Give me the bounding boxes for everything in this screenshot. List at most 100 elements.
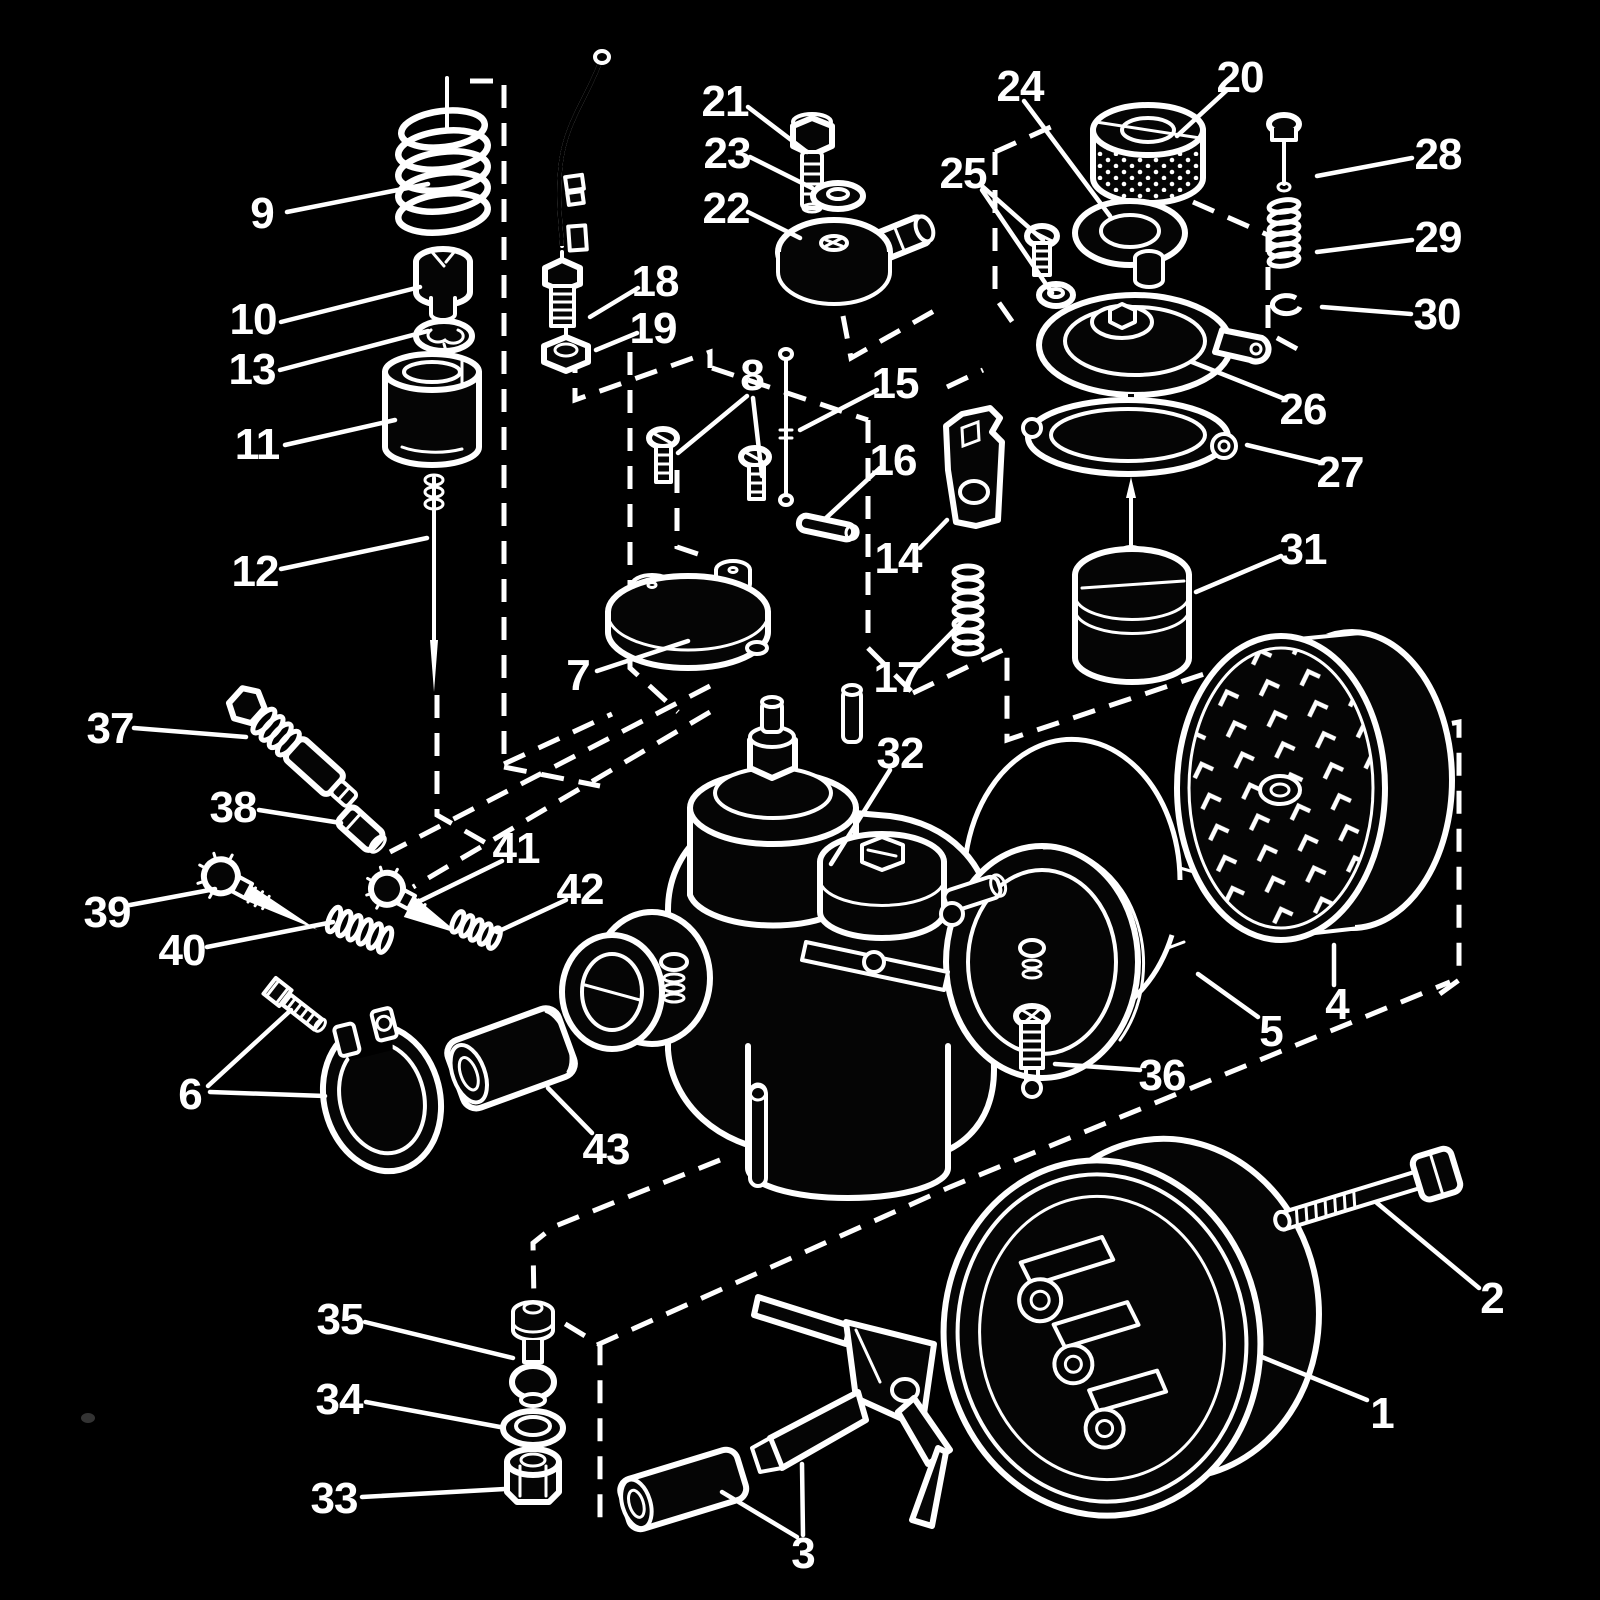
part-label-29: 29 xyxy=(1415,213,1462,262)
leader-line-36 xyxy=(1052,1061,1143,1073)
leader-line-8 xyxy=(675,393,750,456)
part-27-diaphragm xyxy=(1021,397,1238,477)
leader-line-27 xyxy=(1244,442,1325,466)
leader-line-17 xyxy=(916,615,969,669)
part-label-3: 3 xyxy=(791,1529,814,1578)
leader-line-14 xyxy=(917,517,950,551)
part-label-26: 26 xyxy=(1280,385,1327,434)
part-9-throttle-spring xyxy=(395,76,491,236)
part-label-21: 21 xyxy=(702,77,749,126)
part-label-20: 20 xyxy=(1217,53,1264,102)
part-39-idle-mixture-screw xyxy=(196,851,318,930)
group-boundary-3 xyxy=(503,764,601,789)
part-label-39: 39 xyxy=(84,888,131,937)
leader-line-7 xyxy=(594,638,691,674)
part-6-hose-clamp xyxy=(319,1004,445,1175)
part-label-7: 7 xyxy=(566,651,589,700)
leader-line-40 xyxy=(204,919,336,950)
part-22-banjo-fitting xyxy=(775,214,936,306)
part-label-14: 14 xyxy=(875,534,923,583)
part-12-jet-needle xyxy=(423,473,445,692)
part-label-27: 27 xyxy=(1317,448,1364,497)
leader-line-6 xyxy=(205,1007,294,1089)
leader-line-6 xyxy=(207,1089,328,1099)
part-label-40: 40 xyxy=(159,926,206,975)
leader-line-35 xyxy=(362,1319,516,1361)
group-boundary-19 xyxy=(530,1157,721,1520)
part-label-43: 43 xyxy=(583,1125,630,1174)
group-boundary-2 xyxy=(502,711,614,767)
callout-layer: 1234567891011121314151617181920212223242… xyxy=(84,53,1505,1578)
part-37-main-jet-holder xyxy=(225,685,359,808)
leader-line-33 xyxy=(359,1486,508,1500)
part-label-38: 38 xyxy=(210,783,257,832)
group-boundary-10 xyxy=(627,352,680,714)
leader-line-21 xyxy=(745,104,810,155)
part-29-spring xyxy=(1266,197,1302,269)
leader-line-24 xyxy=(1021,98,1113,219)
part-label-41: 41 xyxy=(493,824,540,873)
group-boundary-4 xyxy=(434,695,502,854)
part-label-10: 10 xyxy=(230,295,277,344)
leader-line-3 xyxy=(799,1461,806,1538)
part-3-spacer-tube xyxy=(617,1446,750,1533)
part-label-24: 24 xyxy=(997,62,1045,111)
part-32-carburetor-body xyxy=(559,683,1145,1201)
group-boundary-7 xyxy=(572,348,713,404)
part-label-42: 42 xyxy=(557,865,604,914)
part-14-hinge-bracket xyxy=(943,405,1005,529)
leader-line-23 xyxy=(747,154,815,191)
group-boundary-15 xyxy=(1191,199,1305,355)
leader-line-43 xyxy=(545,1085,595,1136)
part-label-5: 5 xyxy=(1259,1007,1283,1056)
part-4-filter-element xyxy=(1174,629,1455,943)
group-boundary-5 xyxy=(388,683,712,855)
leader-line-3 xyxy=(719,1489,800,1540)
part-label-9: 9 xyxy=(250,189,273,238)
part-24-gasket-ring xyxy=(1072,198,1188,268)
leader-line-31 xyxy=(1193,553,1284,595)
leader-line-12 xyxy=(278,535,430,572)
group-boundary-18 xyxy=(595,979,1451,1348)
leader-line-37 xyxy=(131,725,249,740)
leader-line-28 xyxy=(1314,155,1415,179)
group-boundary-11 xyxy=(674,470,708,560)
part-3-bracket xyxy=(750,1294,953,1529)
leader-line-42 xyxy=(494,897,569,935)
leader-line-34 xyxy=(363,1399,503,1430)
leader-line-9 xyxy=(284,181,431,215)
part-label-18: 18 xyxy=(632,257,679,306)
leader-line-29 xyxy=(1314,237,1415,255)
leader-line-2 xyxy=(1374,1200,1482,1291)
leader-line-38 xyxy=(256,807,344,826)
part-19-adjuster-nut xyxy=(541,326,591,374)
leader-line-41 xyxy=(417,858,505,904)
group-boundary-12 xyxy=(840,304,943,362)
part-label-2: 2 xyxy=(1480,1274,1503,1323)
leader-line-15 xyxy=(797,387,880,433)
group-boundary-20 xyxy=(911,644,1211,744)
part-1-air-cleaner-housing xyxy=(940,1135,1322,1519)
leader-line-20 xyxy=(1174,87,1230,139)
leader-line-1 xyxy=(1259,1354,1370,1403)
part-36-plug-screw xyxy=(1013,1003,1051,1099)
part-label-25: 25 xyxy=(940,149,987,198)
group-boundary-8 xyxy=(711,365,869,423)
leader-line-8 xyxy=(750,395,765,479)
part-26-pump-cover xyxy=(1036,249,1272,418)
part-11-throttle-slide xyxy=(382,351,482,468)
leader-line-5 xyxy=(1195,971,1261,1020)
part-41-idle-speed-screw xyxy=(365,865,459,934)
part-30-clip xyxy=(1270,293,1303,317)
leader-line-25 xyxy=(979,183,1046,243)
dashed-layer xyxy=(388,78,1462,1520)
smudge-mark xyxy=(81,1413,95,1423)
part-34-washer xyxy=(500,1408,566,1448)
part-10-cable-anchor xyxy=(413,246,473,322)
group-boundary-14 xyxy=(993,119,1064,155)
part-label-30: 30 xyxy=(1414,290,1461,339)
leader-line-39 xyxy=(127,886,218,908)
part-label-31: 31 xyxy=(1280,525,1327,574)
part-label-16: 16 xyxy=(870,436,917,485)
